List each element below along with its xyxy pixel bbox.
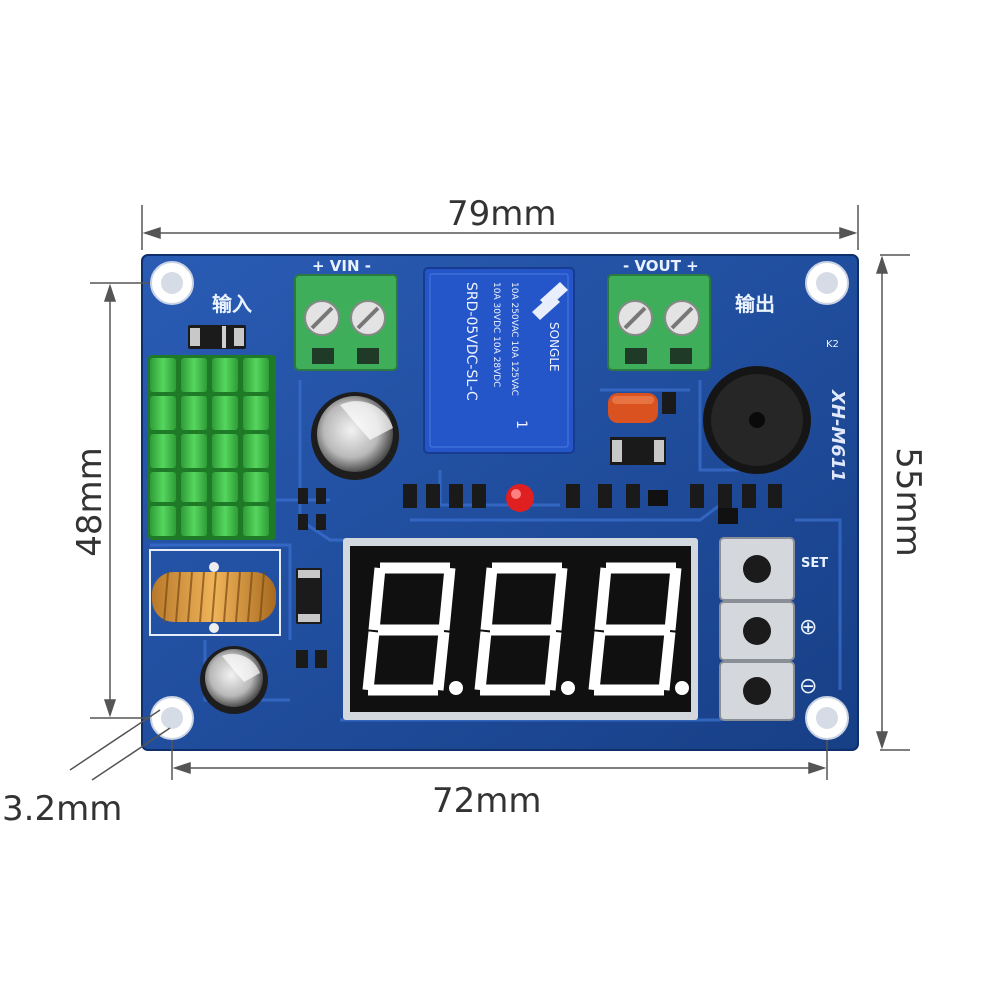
relay-rating-1: 10A 250VAC 10A 125VAC <box>509 282 519 396</box>
minus-symbol: ⊖ <box>799 674 818 699</box>
dimension-lines <box>69 205 910 781</box>
relay <box>423 267 575 454</box>
mounting-holes <box>150 261 849 740</box>
input-terminal-block <box>294 274 398 371</box>
film-capacitor <box>608 393 658 423</box>
dimension-hole-spacing-horizontal: 72mm <box>432 781 542 821</box>
plus-symbol: ⊕ <box>799 615 818 640</box>
dimension-overall-height: 55mm <box>888 447 928 557</box>
vin-label: + VIN - <box>312 257 371 275</box>
smd-transistors <box>648 490 738 524</box>
output-terminal-block <box>607 274 711 371</box>
dimension-hole-diameter: 3.2mm <box>2 789 123 829</box>
red-led <box>506 484 534 512</box>
buzzer <box>703 366 811 474</box>
heatsink <box>148 355 276 540</box>
set-label: SET <box>801 556 829 571</box>
input-label: 输入 <box>212 292 252 316</box>
output-label: 输出 <box>735 292 775 316</box>
relay-rating-2: 10A 30VDC 10A 28VDC <box>491 282 501 388</box>
smd-ic <box>610 437 666 465</box>
relay-pin-mark: 1 <box>513 420 529 429</box>
dimension-overall-width: 79mm <box>447 194 557 234</box>
dimension-hole-spacing-vertical: 48mm <box>70 447 110 557</box>
inductor-coil <box>149 549 281 636</box>
tact-buttons <box>719 537 795 721</box>
vout-label: - VOUT + <box>623 257 699 275</box>
relay-brand: SONGLE <box>547 322 561 372</box>
smd-diode-vertical <box>296 568 322 624</box>
model-label: XH-M611 <box>827 390 848 482</box>
relay-model: SRD-05VDC-SL-C <box>463 282 479 401</box>
smd-diode <box>188 325 246 349</box>
corner-label: K2 <box>826 339 839 350</box>
capacitor-large <box>311 392 399 480</box>
seven-segment-display <box>343 538 698 720</box>
smd-resistors <box>296 392 782 668</box>
capacitor-small <box>200 646 268 714</box>
